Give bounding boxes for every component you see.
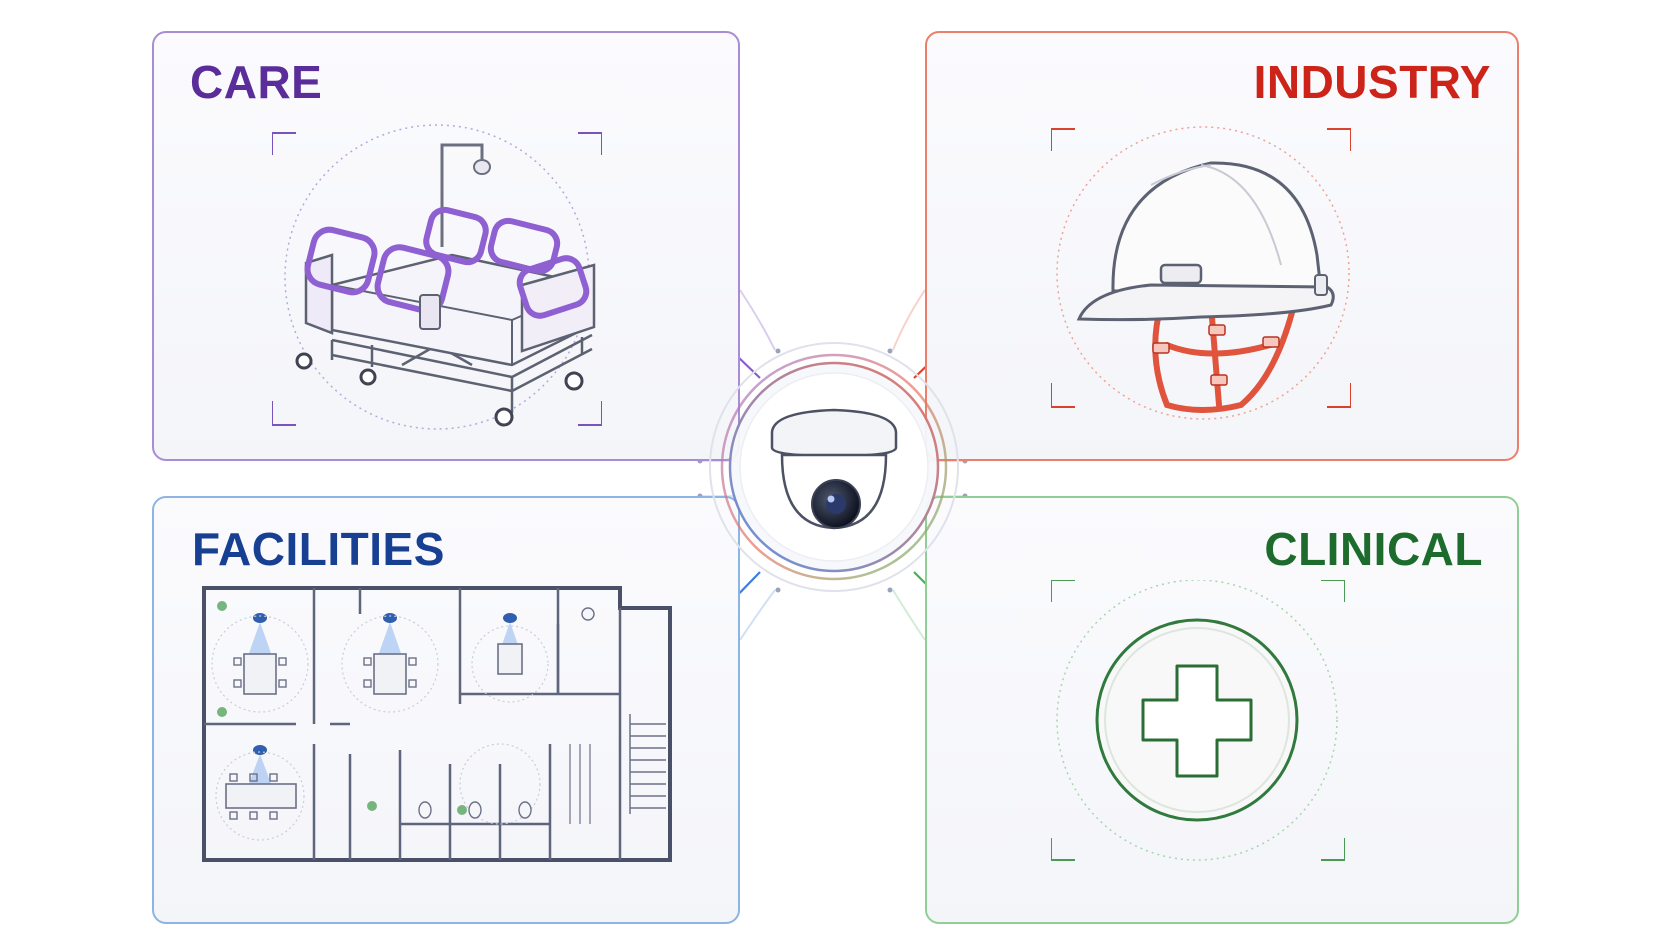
facilities-title: FACILITIES — [192, 523, 445, 575]
care-panel: CARE — [152, 31, 740, 461]
industry-panel: INDUSTRY — [925, 31, 1519, 461]
clinical-title: CLINICAL — [1264, 523, 1483, 575]
floor-plan-icon — [202, 586, 672, 862]
medical-cross-icon — [1051, 580, 1345, 861]
industry-title: INDUSTRY — [1253, 56, 1491, 108]
hospital-bed-icon — [272, 124, 602, 430]
hard-hat-icon — [1051, 126, 1351, 420]
care-title: CARE — [190, 56, 323, 108]
facilities-panel: FACILITIES — [152, 496, 740, 924]
clinical-panel: CLINICAL — [925, 496, 1519, 924]
